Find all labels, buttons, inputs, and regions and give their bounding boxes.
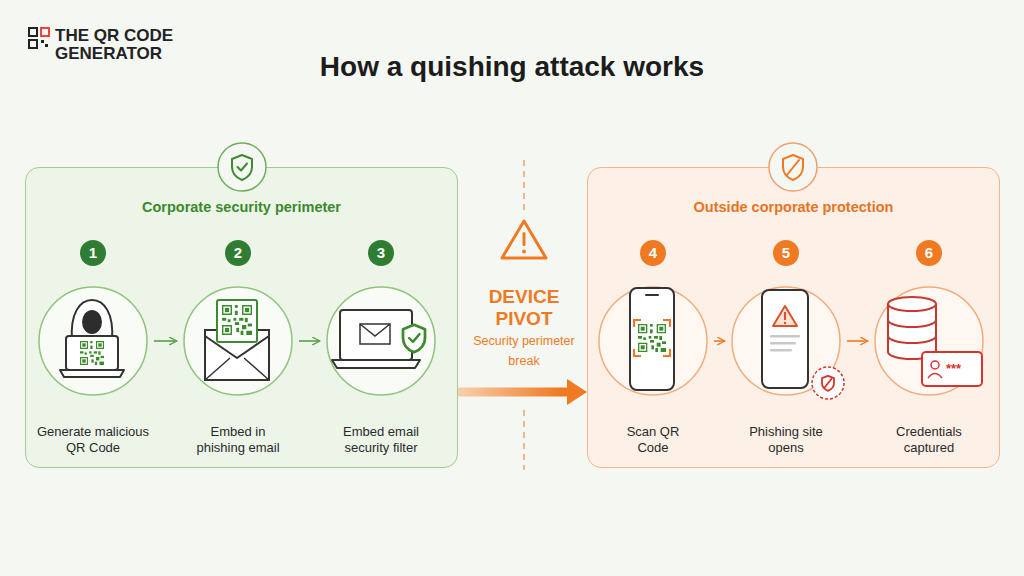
panel-heading: Corporate security perimeter (26, 198, 457, 216)
step-circle-shape (875, 287, 983, 395)
logo-icon (29, 28, 49, 48)
step-number: 3 (368, 240, 394, 266)
flow-arrow (154, 340, 177, 342)
flow-arrow (847, 340, 868, 342)
pivot-note: Security perimeter break (461, 331, 587, 371)
step-number: 6 (916, 240, 942, 266)
phone-scan-illustration (630, 288, 674, 390)
pivot-arrow (458, 388, 569, 397)
step-caption: Embed email security filter (329, 424, 433, 456)
step-circle-outline (183, 286, 293, 396)
step-caption: Generate malicious QR Code (34, 424, 152, 456)
zone-panel: 1Generate malicious QR Code2Embed in phi… (25, 167, 458, 468)
step-circle: 2Embed in phishing email (183, 286, 293, 396)
hacker-illustration (60, 300, 124, 377)
envelope-illustration (205, 300, 269, 380)
step-circle: 1Generate malicious QR Code (38, 286, 148, 396)
step-caption: Phishing site opens (746, 424, 826, 456)
perimeter-divider (523, 160, 525, 470)
step-caption: Scan QR Code (617, 424, 689, 456)
step-circle: 5Phishing site opens (731, 286, 841, 396)
pivot-heading: DEVICE PIVOT (474, 286, 574, 330)
step-number: 4 (640, 240, 666, 266)
flow-arrow (299, 340, 320, 342)
step-circle-shape (39, 287, 147, 395)
step-number: 5 (773, 240, 799, 266)
database-illustration (888, 297, 982, 386)
diagram-title: How a quishing attack works (0, 50, 1024, 84)
broken-shield-badge (769, 143, 817, 191)
step-number: 2 (225, 240, 251, 266)
panel-heading: Outside corporate protection (588, 198, 999, 216)
logo-text: THE QR CODE GENERATOR (55, 27, 180, 63)
step-circle-shape (732, 287, 840, 395)
step-circle-shape (327, 287, 435, 395)
step-circle: 3Embed email security filter (326, 286, 436, 396)
step-circle-outline (598, 286, 708, 396)
zone-panel: 4Scan QR Code5Phishing site opens6Creden… (587, 167, 1000, 468)
step-circle-shape (184, 287, 292, 395)
step-caption: Embed in phishing email (188, 424, 288, 456)
step-circle-outline (38, 286, 148, 396)
step-circle-outline (326, 286, 436, 396)
connector-group (154, 341, 868, 392)
warning-icon (502, 221, 546, 258)
step-circle-outline (731, 286, 841, 396)
step-circle: 6Credentials captured (874, 286, 984, 396)
step-circle-outline (874, 286, 984, 396)
phone-warning-illustration (762, 290, 844, 399)
step-circle-shape (599, 287, 707, 395)
step-caption: Credentials captured (886, 424, 972, 456)
step-circle: 4Scan QR Code (598, 286, 708, 396)
flow-arrow (714, 340, 725, 342)
shield-badge (218, 143, 266, 191)
step-number: 1 (80, 240, 106, 266)
laptop-illustration (332, 310, 425, 368)
